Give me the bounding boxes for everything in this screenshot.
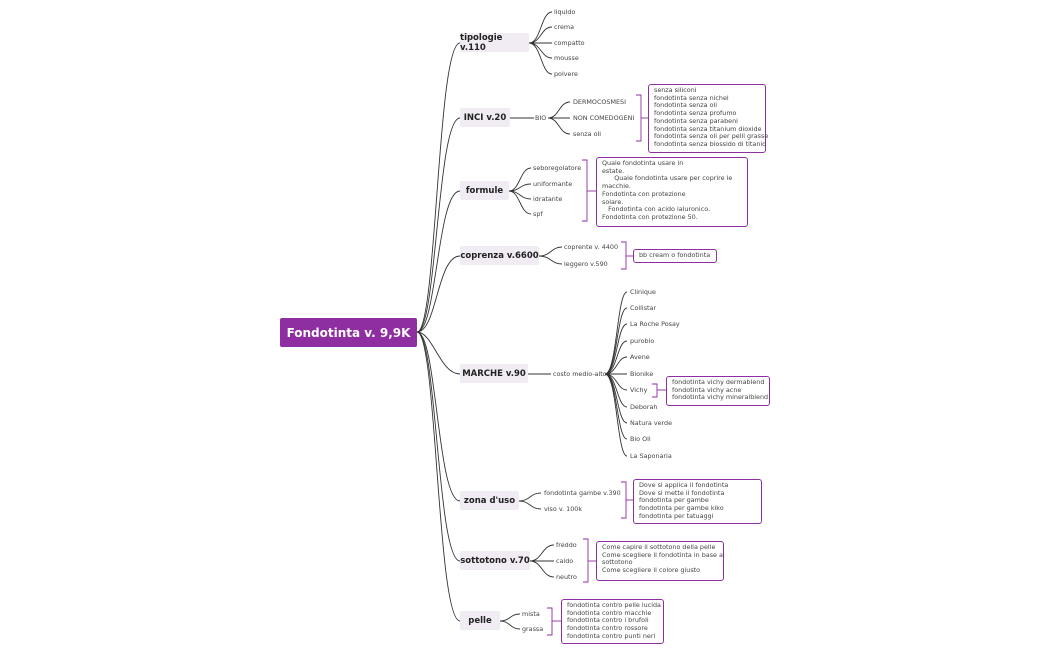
leaf-bio[interactable]: BIO [535, 114, 547, 122]
leaf-crema[interactable]: crema [554, 23, 575, 31]
leaf-idratante[interactable]: idratante [533, 195, 563, 203]
pelle-note-box[interactable]: fondotinta contro pelle lucida fondotint… [561, 599, 664, 644]
note-line: sottotono [602, 558, 633, 567]
brand-clinique[interactable]: Clinique [630, 288, 656, 296]
note-line: fondotinta contro i brufoli [567, 616, 649, 625]
note-line: Quale fondotinta usare per coprire le [602, 174, 733, 183]
note-line: fondotinta per gambe [639, 496, 709, 505]
leaf-leggero[interactable]: leggero v.590 [564, 260, 608, 268]
note-line: fondotinta senza titanium dioxide [654, 124, 762, 133]
brand-bio-oil[interactable]: Bio Oil [630, 435, 651, 443]
note-line: fondotinta senza parabeni [654, 116, 738, 125]
leaf-seboregolatore[interactable]: seboregolatore [533, 164, 582, 172]
formule-note-box[interactable]: Quale fondotinta usare in estate. Quale … [596, 157, 748, 227]
leaf-uniformante[interactable]: uniformante [533, 180, 573, 188]
leaf-mousse[interactable]: mousse [554, 54, 579, 62]
note-line: Fondotinta con acido ialuronico. [602, 205, 711, 214]
note-line: Quale fondotinta usare in [602, 159, 684, 167]
note-line: bb cream o fondotinta [639, 251, 711, 259]
note-line: Fondotinta con protezione 50. [602, 212, 698, 221]
vichy-note-box[interactable]: fondotinta vichy dermablend fondotinta v… [666, 376, 770, 406]
note-line: senza siliconi [654, 86, 697, 94]
leaf-neutro[interactable]: neutro [556, 573, 577, 581]
coprenza-note-box[interactable]: bb cream o fondotinta [633, 249, 717, 263]
brand-avene[interactable]: Avene [630, 353, 650, 361]
topic-coprenza[interactable]: coprenza v.6600 [460, 246, 539, 265]
leaf-liquido[interactable]: liquido [554, 8, 576, 16]
note-line: fondotinta contro punti neri [567, 631, 656, 640]
note-line: estate. [602, 166, 625, 175]
note-line: Come scegliere il fondotinta in base al [602, 550, 725, 559]
note-line: fondotinta contro macchie [567, 608, 652, 617]
topic-pelle[interactable]: pelle [460, 611, 500, 630]
leaf-costo-medio-alto[interactable]: costo medio-alto [553, 370, 607, 378]
inci-note-box[interactable]: senza siliconi fondotinta senza nichel f… [648, 84, 769, 153]
note-line: fondotinta vichy acne [672, 385, 742, 394]
leaf-spf[interactable]: spf [533, 210, 543, 218]
brand-deborah[interactable]: Deborah [630, 403, 658, 411]
note-line: fondotinta senza biossido di titanio [654, 139, 767, 148]
leaf-non-comedogeni[interactable]: NON COMEDOGENI [573, 114, 635, 122]
note-line: Dove si mette il fondotinta [639, 488, 725, 497]
leaf-grassa[interactable]: grassa [522, 625, 544, 633]
leaf-freddo[interactable]: freddo [556, 541, 577, 549]
leaf-viso[interactable]: viso v. 100k [544, 505, 583, 513]
leaf-senza-oli[interactable]: senza oli [573, 130, 602, 138]
sottotono-note-box[interactable]: Come capire il sottotono della pelle Com… [596, 541, 725, 581]
topic-marche[interactable]: MARCHE v.90 [460, 364, 528, 383]
note-line: Come scegliere il colore giusto [602, 566, 701, 575]
topic-sottotono[interactable]: sottotono v.70 [460, 551, 530, 570]
leaf-mista[interactable]: mista [522, 610, 540, 618]
note-line: fondotinta contro rossore [567, 624, 648, 633]
topic-tipologie[interactable]: tipologie v.110 [460, 33, 529, 53]
brand-purobio[interactable]: purobio [630, 337, 655, 345]
brand-la-saponaria[interactable]: La Saponaria [630, 452, 672, 460]
topic-inci[interactable]: INCI v.20 [460, 108, 510, 127]
zona-note-box[interactable]: Dove si applica il fondotinta Dove si me… [633, 479, 762, 524]
topic-zona-duso[interactable]: zona d'uso [460, 491, 519, 510]
brand-collistar[interactable]: Collistar [630, 304, 657, 312]
leaf-caldo[interactable]: caldo [556, 557, 574, 565]
note-line: fondotinta per tatuaggi [639, 511, 714, 520]
note-line: macchie. [602, 182, 631, 191]
leaf-compatto[interactable]: compatto [554, 39, 585, 47]
note-line: fondotinta vichy dermablend [672, 378, 765, 386]
note-line: solare. [602, 197, 624, 206]
note-line: fondotinta senza profumo [654, 109, 737, 118]
note-line: fondotinta vichy mineralblend [672, 393, 769, 402]
note-line: fondotinta per gambe kiko [639, 504, 724, 513]
brand-natura-verde[interactable]: Natura verde [630, 419, 673, 427]
note-line: fondotinta senza oli per pelli grasse [654, 132, 769, 141]
brand-bionike[interactable]: Bionike [630, 370, 654, 378]
leaf-polvere[interactable]: polvere [554, 70, 578, 78]
note-line: Fondotinta con protezione [602, 189, 686, 198]
brand-la-roche-posay[interactable]: La Roche Posay [630, 320, 680, 328]
note-line: fondotinta senza nichel [654, 93, 729, 102]
note-line: fondotinta contro pelle lucida [567, 601, 661, 609]
brand-vichy[interactable]: Vichy [630, 386, 648, 394]
leaf-dermocosmesi[interactable]: DERMOCOSMESI [573, 98, 626, 106]
leaf-coprente[interactable]: coprente v. 4400 [564, 243, 619, 251]
root-topic[interactable]: Fondotinta v. 9,9K [280, 318, 417, 347]
topic-formule[interactable]: formule [460, 181, 509, 200]
note-line: fondotinta senza oli [654, 101, 718, 110]
leaf-fondotinta-gambe[interactable]: fondotinta gambe v.390 [544, 489, 621, 497]
note-line: Dove si applica il fondotinta [639, 481, 729, 489]
note-line: Come capire il sottotono della pelle [602, 543, 716, 551]
